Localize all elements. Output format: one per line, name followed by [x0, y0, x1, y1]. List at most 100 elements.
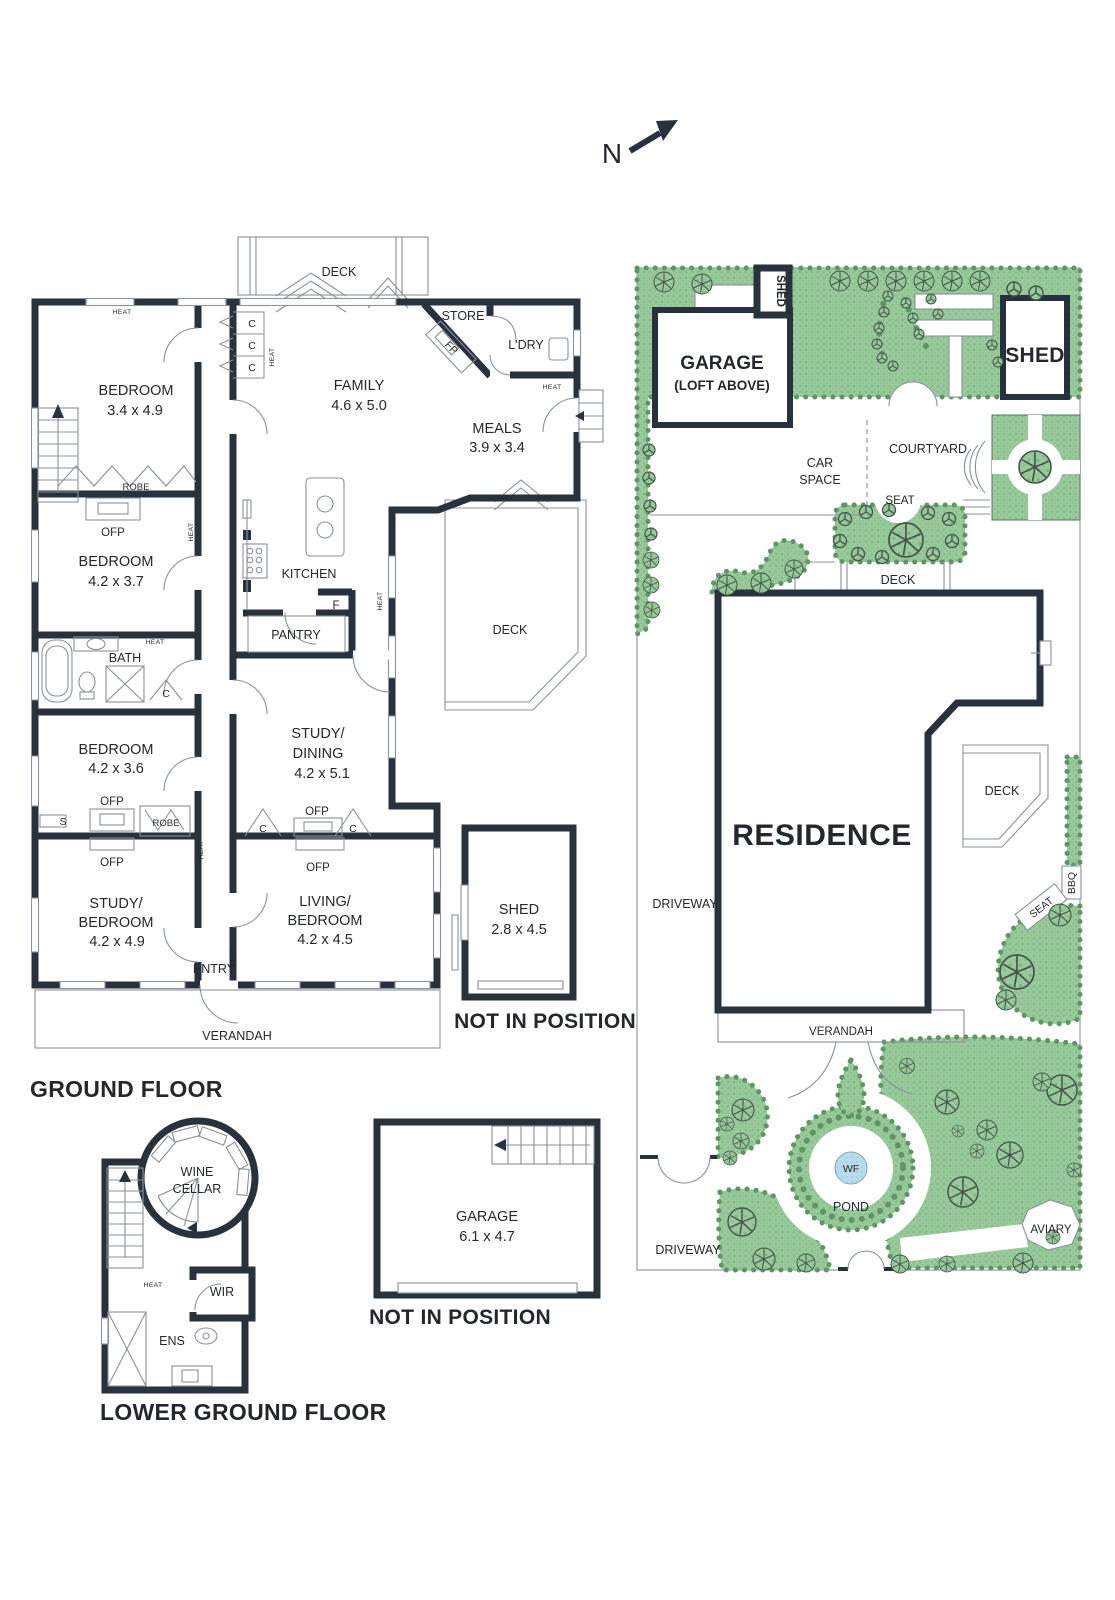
site-deck-lower — [962, 744, 1049, 848]
gf-pantry-label: PANTRY — [271, 628, 321, 642]
gf-heat-label: HEAT — [198, 841, 205, 860]
gf-heat-label: HEAT — [113, 309, 132, 316]
gf-shelf-label: S — [59, 816, 66, 828]
north-arrowhead-icon — [656, 120, 678, 141]
gf-labels: DECK HEAT C C C HEAT BEDROOM 3.4 x 4.9 R… — [30, 265, 561, 1102]
site-garage-label1: GARAGE — [680, 353, 763, 374]
gf-closet-label: C — [248, 362, 256, 374]
gf-heat-label: HEAT — [188, 523, 195, 542]
garden-s-band — [709, 537, 811, 595]
lg-ens-label: ENS — [159, 1334, 185, 1348]
site-garage — [652, 307, 793, 428]
gf-bedroom1-label: BEDROOM — [99, 383, 174, 399]
gf-outer-walls — [31, 298, 581, 989]
shed-walls — [461, 824, 577, 1001]
gf-store-label: STORE — [442, 309, 485, 323]
site-bbq-box — [1061, 865, 1082, 900]
gf-laundry-label: L'DRY — [508, 338, 544, 352]
north-label: N — [602, 138, 622, 169]
gf-ofp-label: OFP — [306, 862, 330, 874]
site-aviary-label: AVIARY — [1030, 1224, 1071, 1236]
shed-plan: SHED 2.8 x 4.5 NOT IN POSITION — [451, 824, 636, 1033]
site-shed-small-label: SHED — [774, 275, 786, 307]
garage-plan: GARAGE 6.1 x 4.7 NOT IN POSITION — [369, 1118, 601, 1329]
gf-fixtures — [39, 320, 604, 851]
lower-ground-floor-title: LOWER GROUND FLOOR — [100, 1399, 387, 1425]
gf-study-bedroom-dims: 4.2 x 4.9 — [89, 934, 145, 950]
site-car-space-label1: CAR — [807, 456, 833, 470]
garden-teardrop — [835, 1055, 867, 1118]
shed-dims: 2.8 x 4.5 — [491, 922, 547, 938]
ground-floor-plan: DECK HEAT C C C HEAT BEDROOM 3.4 x 4.9 R… — [30, 236, 604, 1102]
gf-meals-label: MEALS — [472, 421, 521, 437]
gf-living-bedroom-dims: 4.2 x 4.5 — [297, 932, 353, 948]
site-verandah-label: VERANDAH — [809, 1026, 873, 1038]
gf-closet-label: C — [248, 318, 256, 330]
gf-family-label: FAMILY — [334, 378, 385, 394]
shed-label: SHED — [499, 902, 539, 918]
lg-wir-walls — [189, 1266, 256, 1322]
site-courtyard-label: COURTYARD — [889, 442, 967, 456]
gf-deck-top-label: DECK — [322, 265, 357, 279]
gf-study-bedroom-label2: BEDROOM — [79, 915, 154, 931]
gf-verandah-outline — [34, 989, 441, 1049]
gf-ofp-label: OFP — [100, 796, 124, 808]
gf-living-bedroom-label1: LIVING/ — [299, 894, 352, 910]
garage-note: NOT IN POSITION — [369, 1306, 551, 1329]
gf-study-bedroom-label1: STUDY/ — [89, 896, 143, 912]
site-garage-label2: (LOFT ABOVE) — [674, 378, 770, 393]
gf-bedroom2-dims: 4.2 x 3.7 — [88, 574, 144, 590]
shed-note: NOT IN POSITION — [454, 1010, 636, 1033]
gf-study-dining-dims: 4.2 x 5.1 — [294, 766, 350, 782]
site-residence — [714, 589, 1044, 1014]
lower-ground-plan: WINE CELLAR HEAT WIR ENS LOWER GROUND FL… — [100, 1117, 387, 1425]
site-driveway-lower-label: DRIVEWAY — [655, 1243, 721, 1257]
gf-fridge-label: F — [332, 600, 339, 612]
garage-label: GARAGE — [456, 1209, 518, 1225]
gf-bedroom2-label: BEDROOM — [79, 554, 154, 570]
lg-wine-cellar-label1: WINE — [181, 1165, 214, 1179]
gf-deck-right-label: DECK — [493, 623, 528, 637]
site-driveway-upper-label: DRIVEWAY — [652, 897, 718, 911]
gf-windows — [30, 297, 582, 990]
gf-meals-dims: 3.9 x 3.4 — [469, 440, 525, 456]
garden-right-strip — [1064, 754, 1083, 868]
gf-closets — [218, 311, 265, 379]
gf-kitchen-label: KITCHEN — [282, 567, 337, 581]
lg-wine-cellar-label2: CELLAR — [173, 1182, 222, 1196]
gf-study-dining-label2: DINING — [293, 746, 344, 762]
site-deck-upper-label: DECK — [881, 573, 916, 587]
site-pond-label: POND — [833, 1200, 869, 1214]
water-feature — [834, 1151, 868, 1185]
gf-bath-label: BATH — [109, 651, 141, 665]
gf-side-deck-outline — [444, 499, 587, 711]
gf-closet-label: C — [162, 688, 170, 700]
gf-closet-label: C — [259, 823, 267, 835]
gf-bedroom3-dims: 4.2 x 3.6 — [88, 761, 144, 777]
site-wf-label: WF — [843, 1163, 859, 1175]
site-residence-label: RESIDENCE — [732, 819, 912, 852]
site-shed-small — [753, 264, 793, 319]
site-car-space-label2: SPACE — [799, 473, 840, 487]
gf-bedroom3-label: BEDROOM — [79, 742, 154, 758]
north-indicator: N — [602, 120, 678, 169]
gf-fireplace-wall — [421, 301, 493, 379]
ground-floor-title: GROUND FLOOR — [30, 1076, 223, 1102]
gf-ofp-label: OFP — [100, 857, 124, 869]
gf-stairs — [37, 404, 79, 503]
gf-robe-label: ROBE — [123, 482, 150, 493]
gf-study-dining-label1: STUDY/ — [291, 726, 345, 742]
site-labels: GARAGE (LOFT ABOVE) SHED SHED CAR SPACE … — [652, 275, 1078, 1257]
north-arrow-icon — [628, 130, 662, 154]
gf-bedroom1-dims: 3.4 x 4.9 — [107, 403, 163, 419]
gf-ofp-label: OFP — [101, 527, 125, 539]
lg-wir-label: WIR — [210, 1285, 234, 1299]
aviary-outline — [1021, 1199, 1081, 1251]
gf-entry-label: ENTRY — [193, 962, 236, 976]
site-bbq-label: BBQ — [1066, 872, 1078, 894]
gf-ofp-label: OFP — [305, 806, 329, 818]
gf-heat-label: HEAT — [229, 948, 236, 967]
site-shed-large-label: SHED — [1005, 344, 1065, 367]
